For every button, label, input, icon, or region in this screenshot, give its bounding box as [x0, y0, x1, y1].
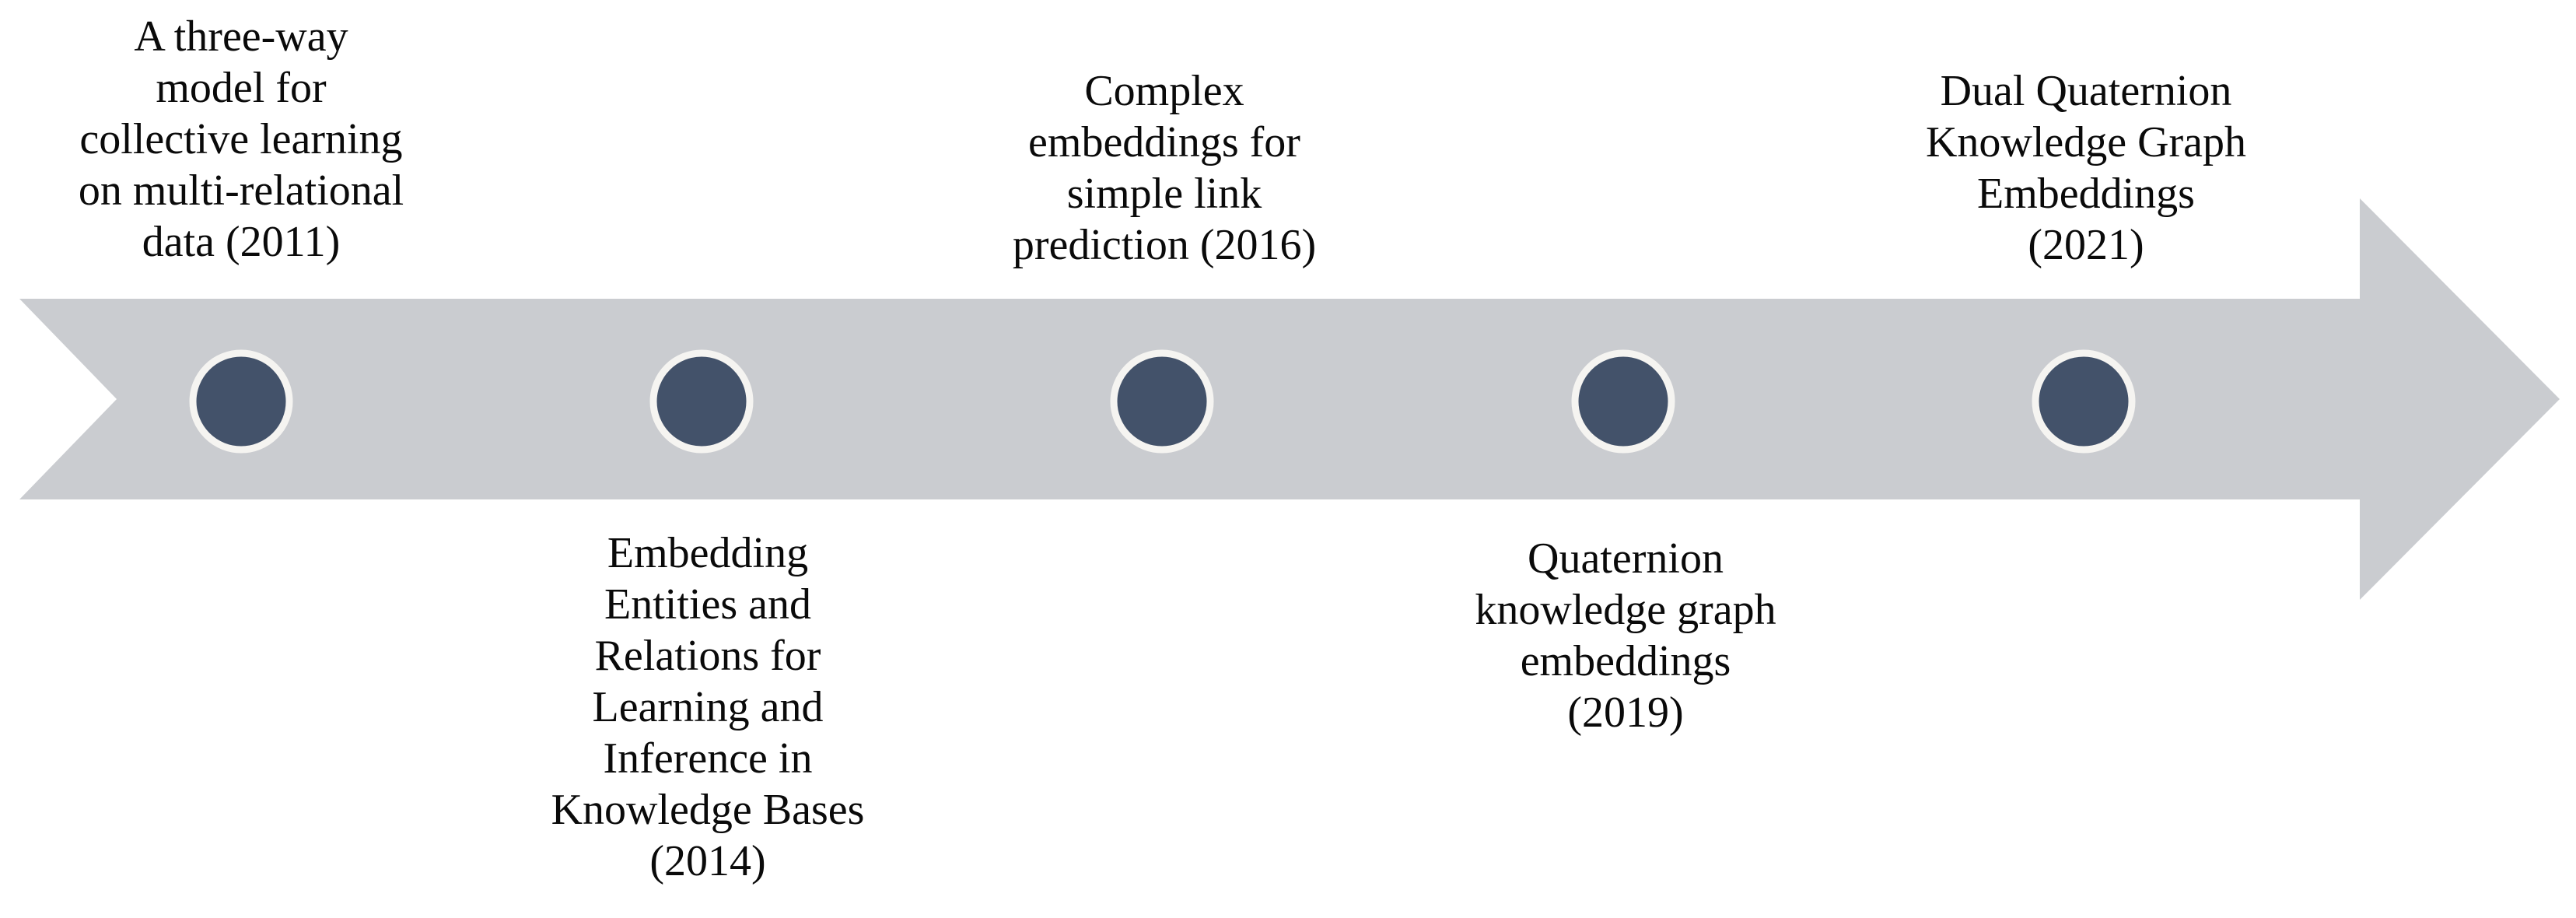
- milestone-label-2014: Embedding Entities and Relations for Lea…: [551, 529, 865, 885]
- milestone-dot-2016: [1110, 349, 1214, 454]
- milestone-label-2019: Quaternion knowledge graph embeddings (2…: [1475, 534, 1776, 737]
- milestone-label-2016: Complex embeddings for simple link predi…: [1012, 67, 1317, 269]
- milestone-dot-2011: [189, 349, 293, 454]
- milestone-label-2011: A three-way model for collective learnin…: [78, 12, 404, 266]
- milestone-dot-2021: [2032, 349, 2136, 454]
- timeline-arrow: [19, 198, 2560, 600]
- milestone-dot-2019: [1571, 349, 1675, 454]
- milestone-label-2021: Dual Quaternion Knowledge Graph Embeddin…: [1925, 67, 2247, 269]
- milestone-dot-2014: [649, 349, 754, 454]
